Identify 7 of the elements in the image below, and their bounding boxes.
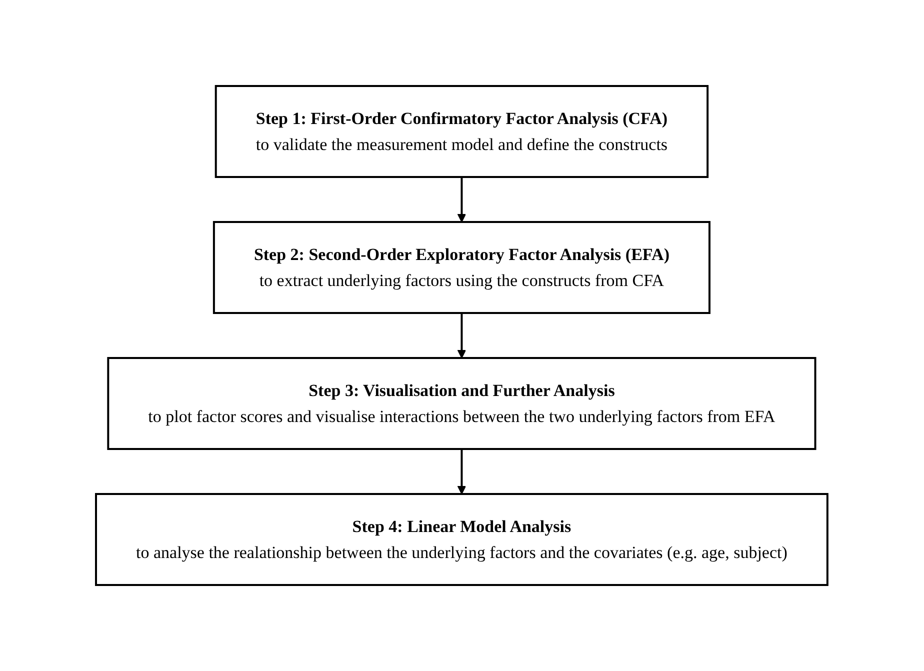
arrow xyxy=(458,449,466,494)
node-box: Step 1: First-Order Confirmatory Factor Analysis (CFA) to validate the measurement model and define the constructs xyxy=(215,85,709,178)
node-box: Step 3: Visualisation and Further Analysis to plot factor scores and visualise interactions between the two underlying factors from EFA xyxy=(107,357,817,450)
arrow xyxy=(458,177,466,222)
arrow xyxy=(458,313,466,358)
node-box: Step 4: Linear Model Analysis to analyse the realationship between the underlying factors and the covariates (e.g. age, subject) xyxy=(95,493,829,586)
node-box: Step 2: Second-Order Exploratory Factor Analysis (EFA) to extract underlying factors using the constructs from CFA xyxy=(213,221,711,314)
